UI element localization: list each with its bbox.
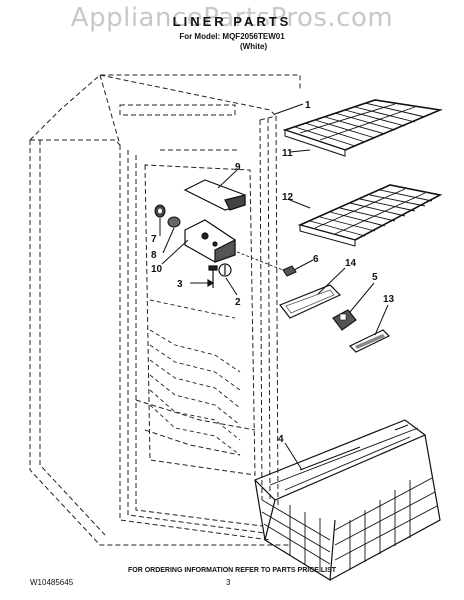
wire-shelf-lower: [297, 184, 443, 247]
callout-4: 4: [278, 434, 284, 445]
callout-1: 1: [305, 100, 311, 111]
vent-grille: [348, 329, 391, 353]
callout-3: 3: [177, 279, 183, 290]
callout-9: 9: [235, 162, 241, 173]
wire-shelf-upper: [282, 99, 443, 157]
callout-13: 13: [383, 294, 395, 305]
control-cover: [183, 179, 246, 211]
callout-14: 14: [345, 258, 357, 269]
screw: [190, 265, 218, 288]
light-bulb: [167, 216, 181, 228]
light-housing: [332, 309, 357, 331]
light-socket: [154, 204, 166, 218]
callout-12: 12: [282, 192, 294, 203]
model-color: (White): [240, 42, 268, 51]
liner-cabinet: [29, 74, 301, 546]
light-lens: [279, 284, 342, 319]
callout-7: 7: [151, 234, 157, 245]
page-title: LINER PARTS: [172, 14, 292, 29]
liner-inner-ribs: [149, 299, 241, 456]
callout-11: 11: [282, 148, 293, 159]
document-number: W10485645: [30, 578, 74, 587]
callout-10: 10: [151, 264, 163, 275]
watermark: AppliancePartsPros.com: [70, 3, 394, 33]
callout-8: 8: [151, 250, 157, 261]
page-number: 3: [226, 578, 231, 587]
callout-2: 2: [235, 297, 241, 308]
freezer-basket: [253, 419, 441, 582]
ordering-note: FOR ORDERING INFORMATION REFER TO PARTS …: [127, 567, 337, 574]
wire-connector: [282, 265, 297, 277]
model-number: For Model: MQF2056TEW01: [179, 32, 285, 41]
callout-labels: 1 9 11 12 7 8 10 3 2 6 14 5 13 4: [151, 100, 395, 445]
leader-lines: [159, 103, 389, 471]
thermostat-knob: [218, 263, 232, 277]
callout-6: 6: [313, 254, 319, 265]
thermostat-housing: [184, 219, 236, 263]
callout-5: 5: [372, 272, 378, 283]
